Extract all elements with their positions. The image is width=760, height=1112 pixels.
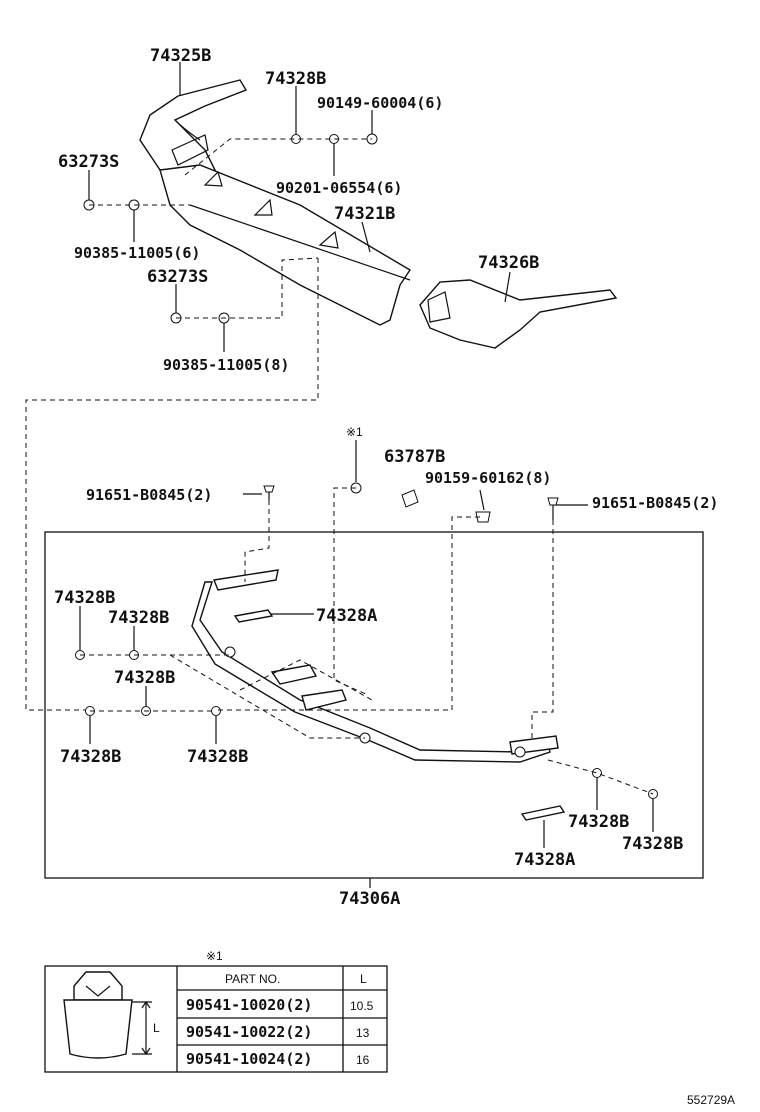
label-63787B: 63787B: [384, 447, 445, 467]
label-63273S-a: 63273S: [58, 152, 119, 172]
lower-connection-lines: [80, 487, 654, 795]
label-90385-11005-a: 90385-11005(6): [74, 244, 200, 262]
dim-label-L: L: [153, 1021, 160, 1035]
header-part-no: PART NO.: [225, 972, 280, 986]
right-extension-part: [419, 279, 618, 349]
header-l: L: [360, 972, 367, 986]
row-2-part-no: 90541-10022(2): [186, 1023, 312, 1041]
label-74328B-l3: 74328B: [114, 668, 175, 688]
label-91651-B0845-left: 91651-B0845(2): [86, 486, 212, 504]
left-extension-part: [139, 79, 248, 176]
label-63273S-b: 63273S: [147, 267, 208, 287]
label-74326B: 74326B: [478, 253, 539, 273]
label-74328A-top: 74328A: [316, 606, 377, 626]
label-90149-60004: 90149-60004(6): [317, 94, 443, 112]
upper-leader-lines: [88, 62, 511, 352]
label-90159-60162: 90159-60162(8): [425, 469, 551, 487]
row-1-l: 10.5: [350, 999, 374, 1013]
bracket-74328A-bottom: [520, 805, 566, 821]
row-3-part-no: 90541-10024(2): [186, 1050, 312, 1068]
clip-nuts: [75, 650, 658, 799]
label-74328B-l4: 74328B: [60, 747, 121, 767]
label-74328B-l2: 74328B: [108, 608, 169, 628]
label-90385-11005-b: 90385-11005(8): [163, 356, 289, 374]
lower-leader-lines: [79, 606, 654, 888]
reinforcement-group-box: [44, 531, 704, 879]
row-1-part-no: 90541-10020(2): [186, 996, 312, 1014]
label-74328B-r1: 74328B: [568, 812, 629, 832]
center-cover-part: [159, 164, 411, 326]
label-91651-B0845-right: 91651-B0845(2): [592, 494, 718, 512]
label-74325B: 74325B: [150, 46, 211, 66]
bracket-74328A-top: [233, 609, 274, 623]
reinforcement-bar: [191, 569, 559, 763]
label-74328B-l5: 74328B: [187, 747, 248, 767]
label-74328B-r2: 74328B: [622, 834, 683, 854]
figure-id: 552729A: [687, 1093, 735, 1107]
label-74328B-l1: 74328B: [54, 588, 115, 608]
label-74328A-bottom: 74328A: [514, 850, 575, 870]
upper-connection-lines: [25, 138, 372, 711]
row-2-l: 13: [356, 1026, 370, 1040]
label-74321B: 74321B: [334, 204, 395, 224]
clip-illustration: [63, 971, 152, 1059]
label-90201-06554: 90201-06554(6): [276, 179, 402, 197]
row-3-l: 16: [356, 1053, 370, 1067]
label-74306A: 74306A: [339, 889, 400, 909]
note-mark-1: ※1: [346, 425, 363, 439]
clip-length-table: ※1 L PART NO. L 90541-10020(2) 10.5 9054…: [44, 949, 388, 1073]
table-note-mark: ※1: [206, 949, 223, 963]
label-74328B-top: 74328B: [265, 69, 326, 89]
